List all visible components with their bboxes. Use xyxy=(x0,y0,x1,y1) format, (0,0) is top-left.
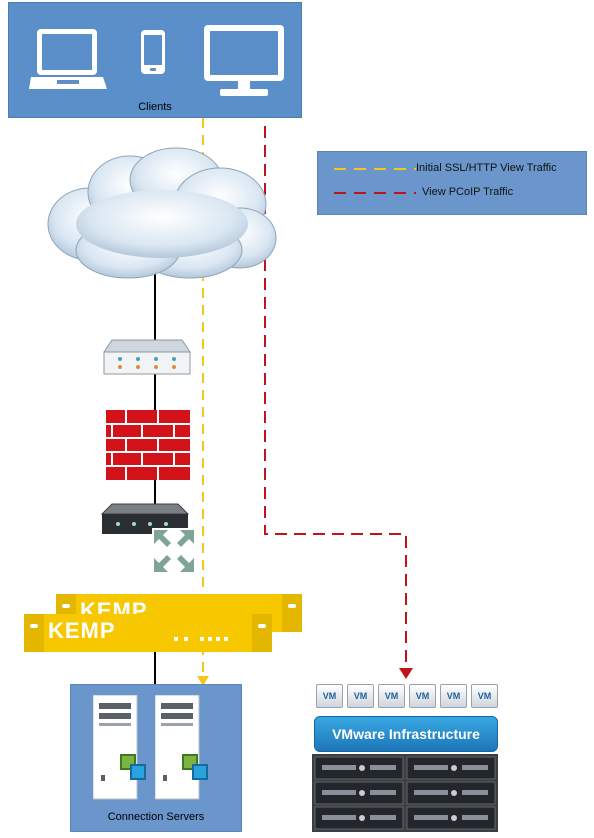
pcoip-traffic-line xyxy=(264,126,407,670)
vmware-logo-icon xyxy=(182,754,208,780)
vm-tile: VM xyxy=(440,684,467,708)
vm-tile: VM xyxy=(347,684,374,708)
vm-tile: VM xyxy=(378,684,405,708)
vm-tile: VM xyxy=(409,684,436,708)
pcoip-arrowhead xyxy=(399,668,413,679)
legend-pcoip-label: View PCoIP Traffic xyxy=(422,186,514,198)
modem-icon xyxy=(103,339,191,375)
connection-servers-label: Connection Servers xyxy=(107,811,205,823)
legend: Initial SSL/HTTP View Traffic View PCoIP… xyxy=(317,151,587,215)
vm-tile: VM xyxy=(316,684,343,708)
server-icon xyxy=(155,695,208,800)
kemp-appliance-front xyxy=(24,614,272,652)
clients-label: Clients xyxy=(138,101,172,113)
server-rack-icon xyxy=(312,754,498,832)
vmware-infrastructure-title: VMware Infrastructure xyxy=(314,716,498,752)
cloud-icon xyxy=(47,147,277,279)
vmware-logo-icon xyxy=(120,754,146,780)
kemp-logo-front: KEMP xyxy=(48,618,116,643)
vm-tile: VM xyxy=(471,684,498,708)
clients-group: Clients xyxy=(8,2,302,118)
ssl-arrowhead xyxy=(197,676,209,686)
firewall-icon xyxy=(106,410,190,480)
phone-icon xyxy=(141,30,165,74)
legend-swatches xyxy=(334,168,416,194)
laptop-icon xyxy=(29,29,107,89)
load-balancer-arrows-icon xyxy=(152,528,196,574)
server-icon xyxy=(93,695,146,800)
monitor-icon xyxy=(204,25,284,96)
connection-servers-group: Connection Servers xyxy=(70,684,242,832)
legend-ssl-label: Initial SSL/HTTP View Traffic xyxy=(416,162,557,174)
